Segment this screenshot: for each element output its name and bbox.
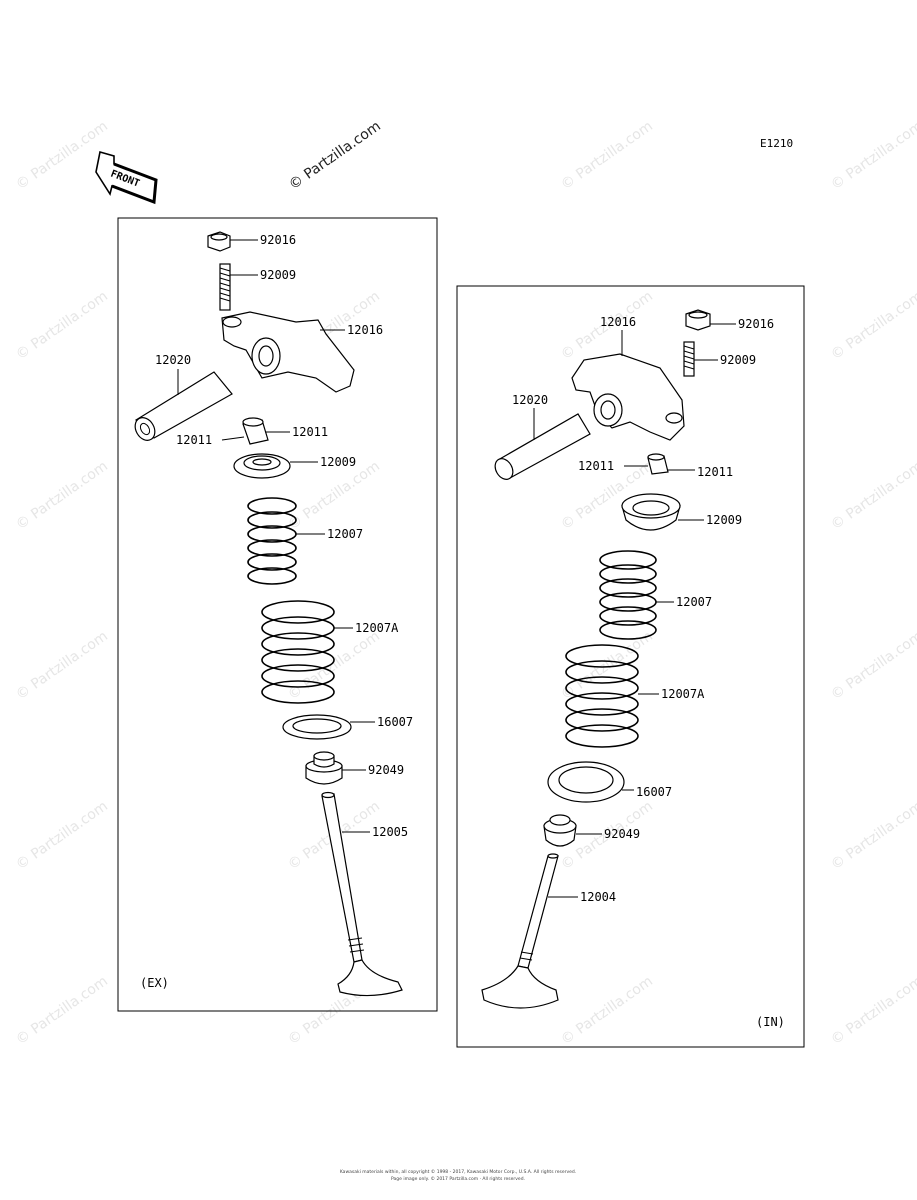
outer-spring-part	[565, 644, 659, 748]
oil-seal-part	[543, 814, 602, 847]
label-ex-shaft: 12020	[155, 353, 191, 367]
watermark-main: © Partzilla.com	[286, 118, 384, 193]
watermark: © Partzilla.com	[13, 288, 111, 363]
watermark: © Partzilla.com	[828, 288, 917, 363]
stud-part	[219, 263, 258, 311]
diagram-code: E1210	[760, 137, 793, 150]
label-ex-rocker-arm: 12016	[347, 323, 383, 337]
label-in-retainer: 12009	[706, 513, 742, 527]
label-in-seat: 16007	[636, 785, 672, 799]
label-in-cotter-right: 12011	[697, 465, 733, 479]
valve-part	[321, 791, 403, 997]
label-ex-seat: 16007	[377, 715, 413, 729]
exhaust-panel-frame	[117, 217, 438, 1012]
exhaust-panel: 92016 92009 12016 12020	[117, 217, 438, 1012]
outer-spring-part	[261, 600, 353, 704]
exhaust-tag: (EX)	[140, 976, 169, 990]
rocker-arm-part	[571, 330, 685, 441]
shaft-part	[134, 369, 233, 441]
watermark: © Partzilla.com	[13, 458, 111, 533]
intake-tag: (IN)	[756, 1015, 785, 1029]
spring-seat-part	[547, 761, 634, 803]
label-ex-outer-spring: 12007A	[355, 621, 399, 635]
shaft-part	[494, 408, 591, 480]
front-arrow-icon: FRONT	[95, 150, 158, 205]
rocker-arm-part	[221, 311, 355, 393]
watermark: © Partzilla.com	[285, 458, 383, 533]
cotter-part	[221, 417, 290, 445]
label-in-nut: 92016	[738, 317, 774, 331]
inner-spring-part	[247, 497, 325, 585]
label-ex-valve: 12005	[372, 825, 408, 839]
stud-part	[683, 341, 718, 377]
watermark-layer: © Partzilla.com © Partzilla.com © Partzi…	[13, 118, 917, 1048]
label-ex-nut: 92016	[260, 233, 296, 247]
intake-panel: 92016 92009 12016 12020	[456, 285, 805, 1048]
nut-part	[685, 309, 736, 331]
inner-spring-part	[599, 550, 674, 640]
spring-seat-part	[282, 714, 375, 740]
watermark: © Partzilla.com	[558, 973, 656, 1048]
intake-panel-frame	[456, 285, 805, 1048]
label-ex-stud: 92009	[260, 268, 296, 282]
watermark: © Partzilla.com	[13, 973, 111, 1048]
watermark: © Partzilla.com	[558, 118, 656, 193]
retainer-part	[233, 453, 318, 479]
watermark: © Partzilla.com	[828, 458, 917, 533]
watermark: © Partzilla.com	[828, 798, 917, 873]
label-ex-oil-seal: 92049	[368, 763, 404, 777]
oil-seal-part	[305, 751, 366, 785]
label-ex-cotter-right: 12011	[292, 425, 328, 439]
label-in-rocker-arm: 12016	[600, 315, 636, 329]
footer-copyright-2: Page image only. © 2017 Partzilla.com · …	[391, 1175, 525, 1182]
watermark: © Partzilla.com	[828, 628, 917, 703]
label-in-shaft: 12020	[512, 393, 548, 407]
valve-part	[481, 853, 578, 1009]
label-ex-cotter-left: 12011	[176, 433, 212, 447]
retainer-part	[621, 493, 704, 531]
label-in-oil-seal: 92049	[604, 827, 640, 841]
label-ex-retainer: 12009	[320, 455, 356, 469]
cotter-part	[624, 453, 695, 475]
label-in-stud: 92009	[720, 353, 756, 367]
watermark: © Partzilla.com	[828, 973, 917, 1048]
label-in-inner-spring: 12007	[676, 595, 712, 609]
footer-copyright: Kawasaki materials within, all copyright…	[340, 1168, 576, 1175]
watermark: © Partzilla.com	[828, 118, 917, 193]
nut-part	[207, 231, 258, 252]
label-in-valve: 12004	[580, 890, 616, 904]
watermark: © Partzilla.com	[13, 628, 111, 703]
watermark: © Partzilla.com	[13, 798, 111, 873]
label-in-cotter-left: 12011	[578, 459, 614, 473]
label-ex-inner-spring: 12007	[327, 527, 363, 541]
label-in-outer-spring: 12007A	[661, 687, 705, 701]
watermark: © Partzilla.com	[13, 118, 111, 193]
